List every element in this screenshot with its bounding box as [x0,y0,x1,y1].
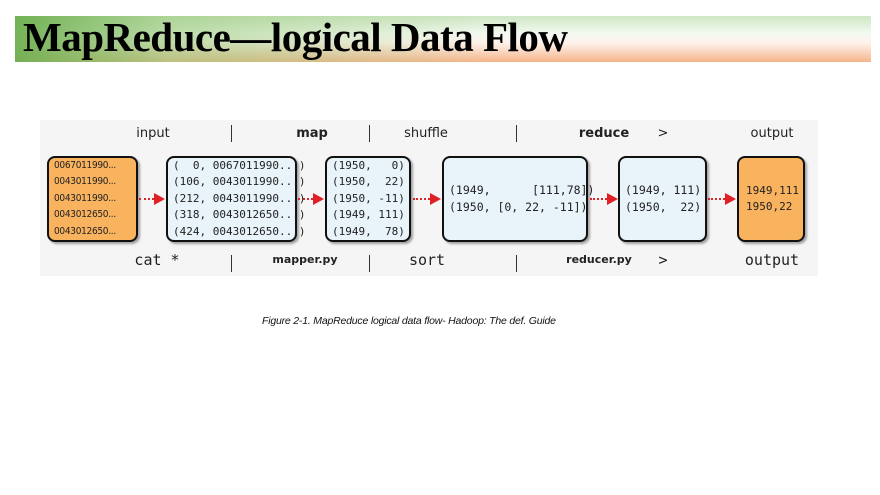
footer-output-file: output [744,251,800,269]
arrow-head-icon [725,193,736,205]
header-output: output [750,126,794,141]
footer-sort-command: sort [408,251,446,269]
record-line: (1950, 22) [332,175,405,189]
mapreduce-flow-diagram: input map shuffle reduce > output 006701… [40,120,818,276]
record-line: (1949, [111,78]) [449,183,595,197]
record-line: 0043011990... [54,192,116,204]
final-output-box: 1949,111 1950,22 [737,156,805,242]
record-line: 1950,22 [746,200,793,213]
flow-arrow [590,193,618,205]
header-redirect: > [657,126,669,141]
title-banner: MapReduce—logical Data Flow [15,14,871,62]
record-line: 0043012650... [54,225,116,237]
record-line: 0067011990... [54,159,116,171]
header-input: input [136,126,170,141]
flow-arrow [413,193,441,205]
record-line: (1950, -11) [332,191,405,205]
record-line: (1950, 0) [332,158,405,172]
record-line: 1949,111 [746,184,799,197]
record-line: 0043012650... [54,209,116,221]
record-line: 0043011990... [54,176,116,188]
reduce-output-box: (1949, 111) (1950, 22) [618,156,707,242]
record-line: (318, 0043012650...) [173,208,306,222]
footer-separator [516,255,517,272]
shuffle-output-box: (1949, [111,78]) (1950, [0, 22, -11]) [442,156,595,242]
arrow-head-icon [313,193,324,205]
footer-separator [231,255,232,272]
arrow-head-icon [430,193,441,205]
footer-reducer-script: reducer.py [566,253,632,266]
header-shuffle: shuffle [404,126,448,141]
header-map: map [296,126,328,141]
record-line: (1950, 22) [625,200,702,214]
slide-title: MapReduce—logical Data Flow [23,14,568,60]
header-separator [231,125,232,142]
flow-arrow [298,193,324,205]
record-line: (1950, [0, 22, -11]) [449,200,588,214]
map-input-box: ( 0, 0067011990...) (106, 0043011990...)… [166,156,306,242]
footer-separator [369,255,370,272]
record-line: (1949, 111) [625,183,702,197]
footer-mapper-script: mapper.py [272,253,338,266]
map-output-box: (1950, 0) (1950, 22) (1950, -11) (1949, … [325,156,411,242]
record-line: (106, 0043011990...) [173,175,306,189]
footer-cat-command: cat * [134,251,180,269]
header-separator [516,125,517,142]
arrow-head-icon [607,193,618,205]
flow-arrow [139,193,165,205]
arrow-head-icon [154,193,165,205]
header-reduce: reduce [578,126,630,141]
record-line: (1949, 78) [332,224,405,238]
input-records-box: 0067011990... 0043011990... 0043011990..… [47,156,138,242]
flow-arrow [708,193,736,205]
footer-redirect: > [658,251,668,269]
record-line: ( 0, 0067011990...) [173,158,306,172]
figure-caption: Figure 2-1. MapReduce logical data flow-… [262,315,556,327]
record-line: (424, 0043012650...) [173,224,306,238]
header-separator [369,125,370,142]
record-line: (212, 0043011990...) [173,191,306,205]
record-line: (1949, 111) [332,208,405,222]
